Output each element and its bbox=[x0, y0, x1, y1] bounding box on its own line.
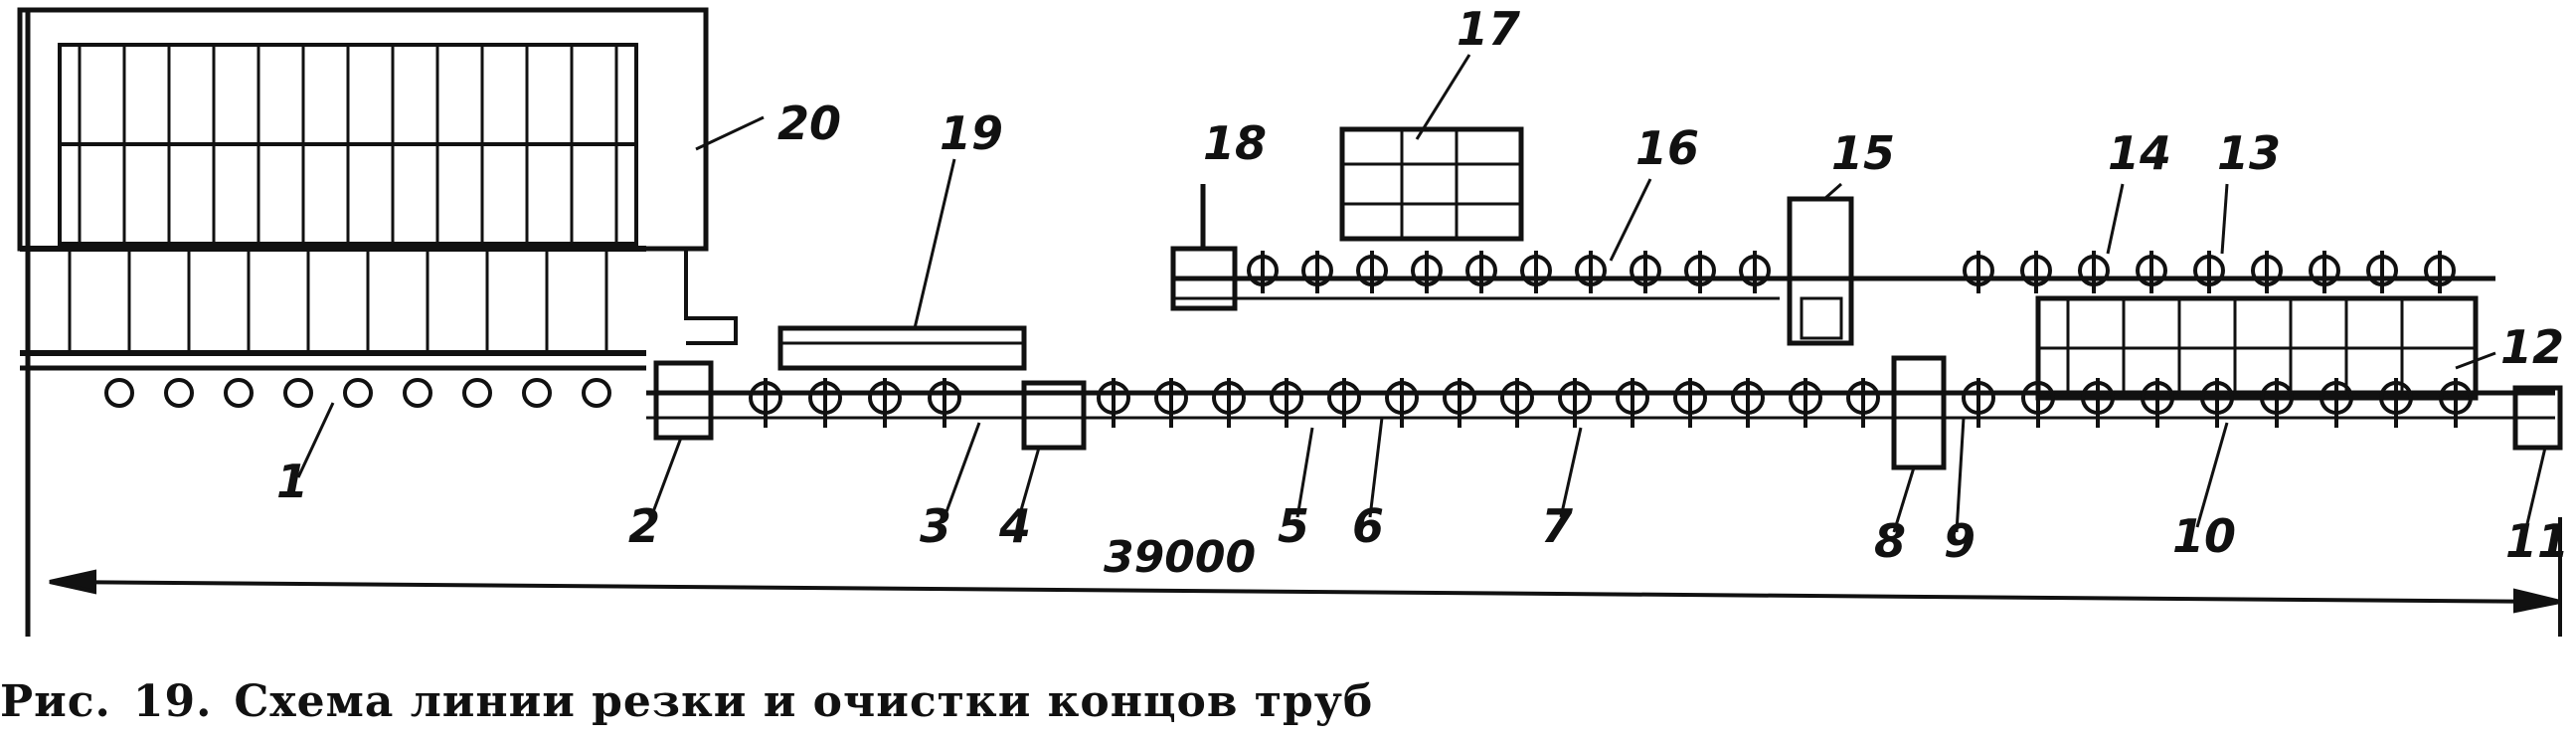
roller bbox=[522, 378, 552, 408]
roller bbox=[582, 378, 611, 408]
bin-19 bbox=[777, 325, 1027, 371]
roller bbox=[462, 378, 492, 408]
leader-14 bbox=[2106, 183, 2125, 255]
station-8 bbox=[1891, 355, 1947, 470]
label-19: 19 bbox=[940, 106, 1003, 160]
roller bbox=[104, 378, 134, 408]
leader-5 bbox=[1295, 427, 1314, 518]
leader-7 bbox=[1559, 427, 1583, 518]
label-13: 13 bbox=[2217, 126, 2281, 180]
figure-caption: Рис. 19. Схема линии резки и очистки концо… bbox=[0, 676, 1395, 736]
roller bbox=[224, 378, 254, 408]
label-7: 7 bbox=[1541, 499, 1573, 553]
leader-20 bbox=[695, 115, 765, 151]
label-8: 8 bbox=[1874, 514, 1906, 568]
label-16: 16 bbox=[1635, 121, 1699, 175]
label-14: 14 bbox=[2108, 126, 2171, 180]
leader-16 bbox=[1609, 178, 1652, 262]
label-20: 20 bbox=[777, 96, 841, 150]
leader-9 bbox=[1955, 417, 1966, 533]
station-11 bbox=[2512, 385, 2563, 451]
label-18: 18 bbox=[1203, 116, 1267, 170]
station-4 bbox=[1021, 380, 1087, 451]
caption-number: 19. bbox=[132, 676, 213, 727]
leader-8 bbox=[1892, 466, 1916, 533]
roller bbox=[403, 378, 432, 408]
leader-3 bbox=[943, 422, 981, 518]
roller bbox=[283, 378, 313, 408]
leader-12 bbox=[2455, 351, 2496, 370]
caption-text: Схема линии резки и очистки концов труб bbox=[234, 676, 1374, 727]
leader-1 bbox=[296, 402, 335, 478]
leader-19 bbox=[913, 158, 956, 329]
leader-15 bbox=[1823, 182, 1842, 201]
storage-bed-20 bbox=[17, 7, 738, 371]
leader-2 bbox=[649, 437, 683, 518]
label-15: 15 bbox=[1831, 126, 1895, 180]
label-10: 10 bbox=[2172, 509, 2236, 563]
rack-17 bbox=[1339, 126, 1524, 242]
label-1: 1 bbox=[276, 455, 308, 508]
label-4: 4 bbox=[998, 499, 1031, 553]
label-5: 5 bbox=[1278, 499, 1309, 553]
leader-13 bbox=[2220, 183, 2229, 255]
station-2 bbox=[653, 360, 714, 441]
dimension-value: 39000 bbox=[1104, 532, 1256, 583]
label-17: 17 bbox=[1457, 2, 1520, 56]
roller bbox=[343, 378, 373, 408]
leader-17 bbox=[1415, 54, 1471, 140]
label-3: 3 bbox=[920, 499, 951, 553]
label-12: 12 bbox=[2500, 320, 2564, 374]
label-9: 9 bbox=[1944, 514, 1975, 568]
cutter-15 bbox=[1787, 196, 1854, 346]
upper-conveyor bbox=[1173, 276, 2495, 300]
drive-18 bbox=[1170, 184, 1238, 311]
leader-10 bbox=[2195, 422, 2229, 528]
dimension-line bbox=[49, 517, 2562, 637]
roller bbox=[164, 378, 194, 408]
leader-4 bbox=[1017, 447, 1041, 518]
leader-11 bbox=[2523, 447, 2547, 533]
lower-conveyor bbox=[646, 390, 2555, 420]
caption-prefix: Рис. bbox=[0, 676, 111, 727]
label-6: 6 bbox=[1352, 499, 1384, 553]
label-11: 11 bbox=[2505, 514, 2569, 568]
leader-6 bbox=[1368, 417, 1384, 518]
label-2: 2 bbox=[628, 499, 660, 553]
